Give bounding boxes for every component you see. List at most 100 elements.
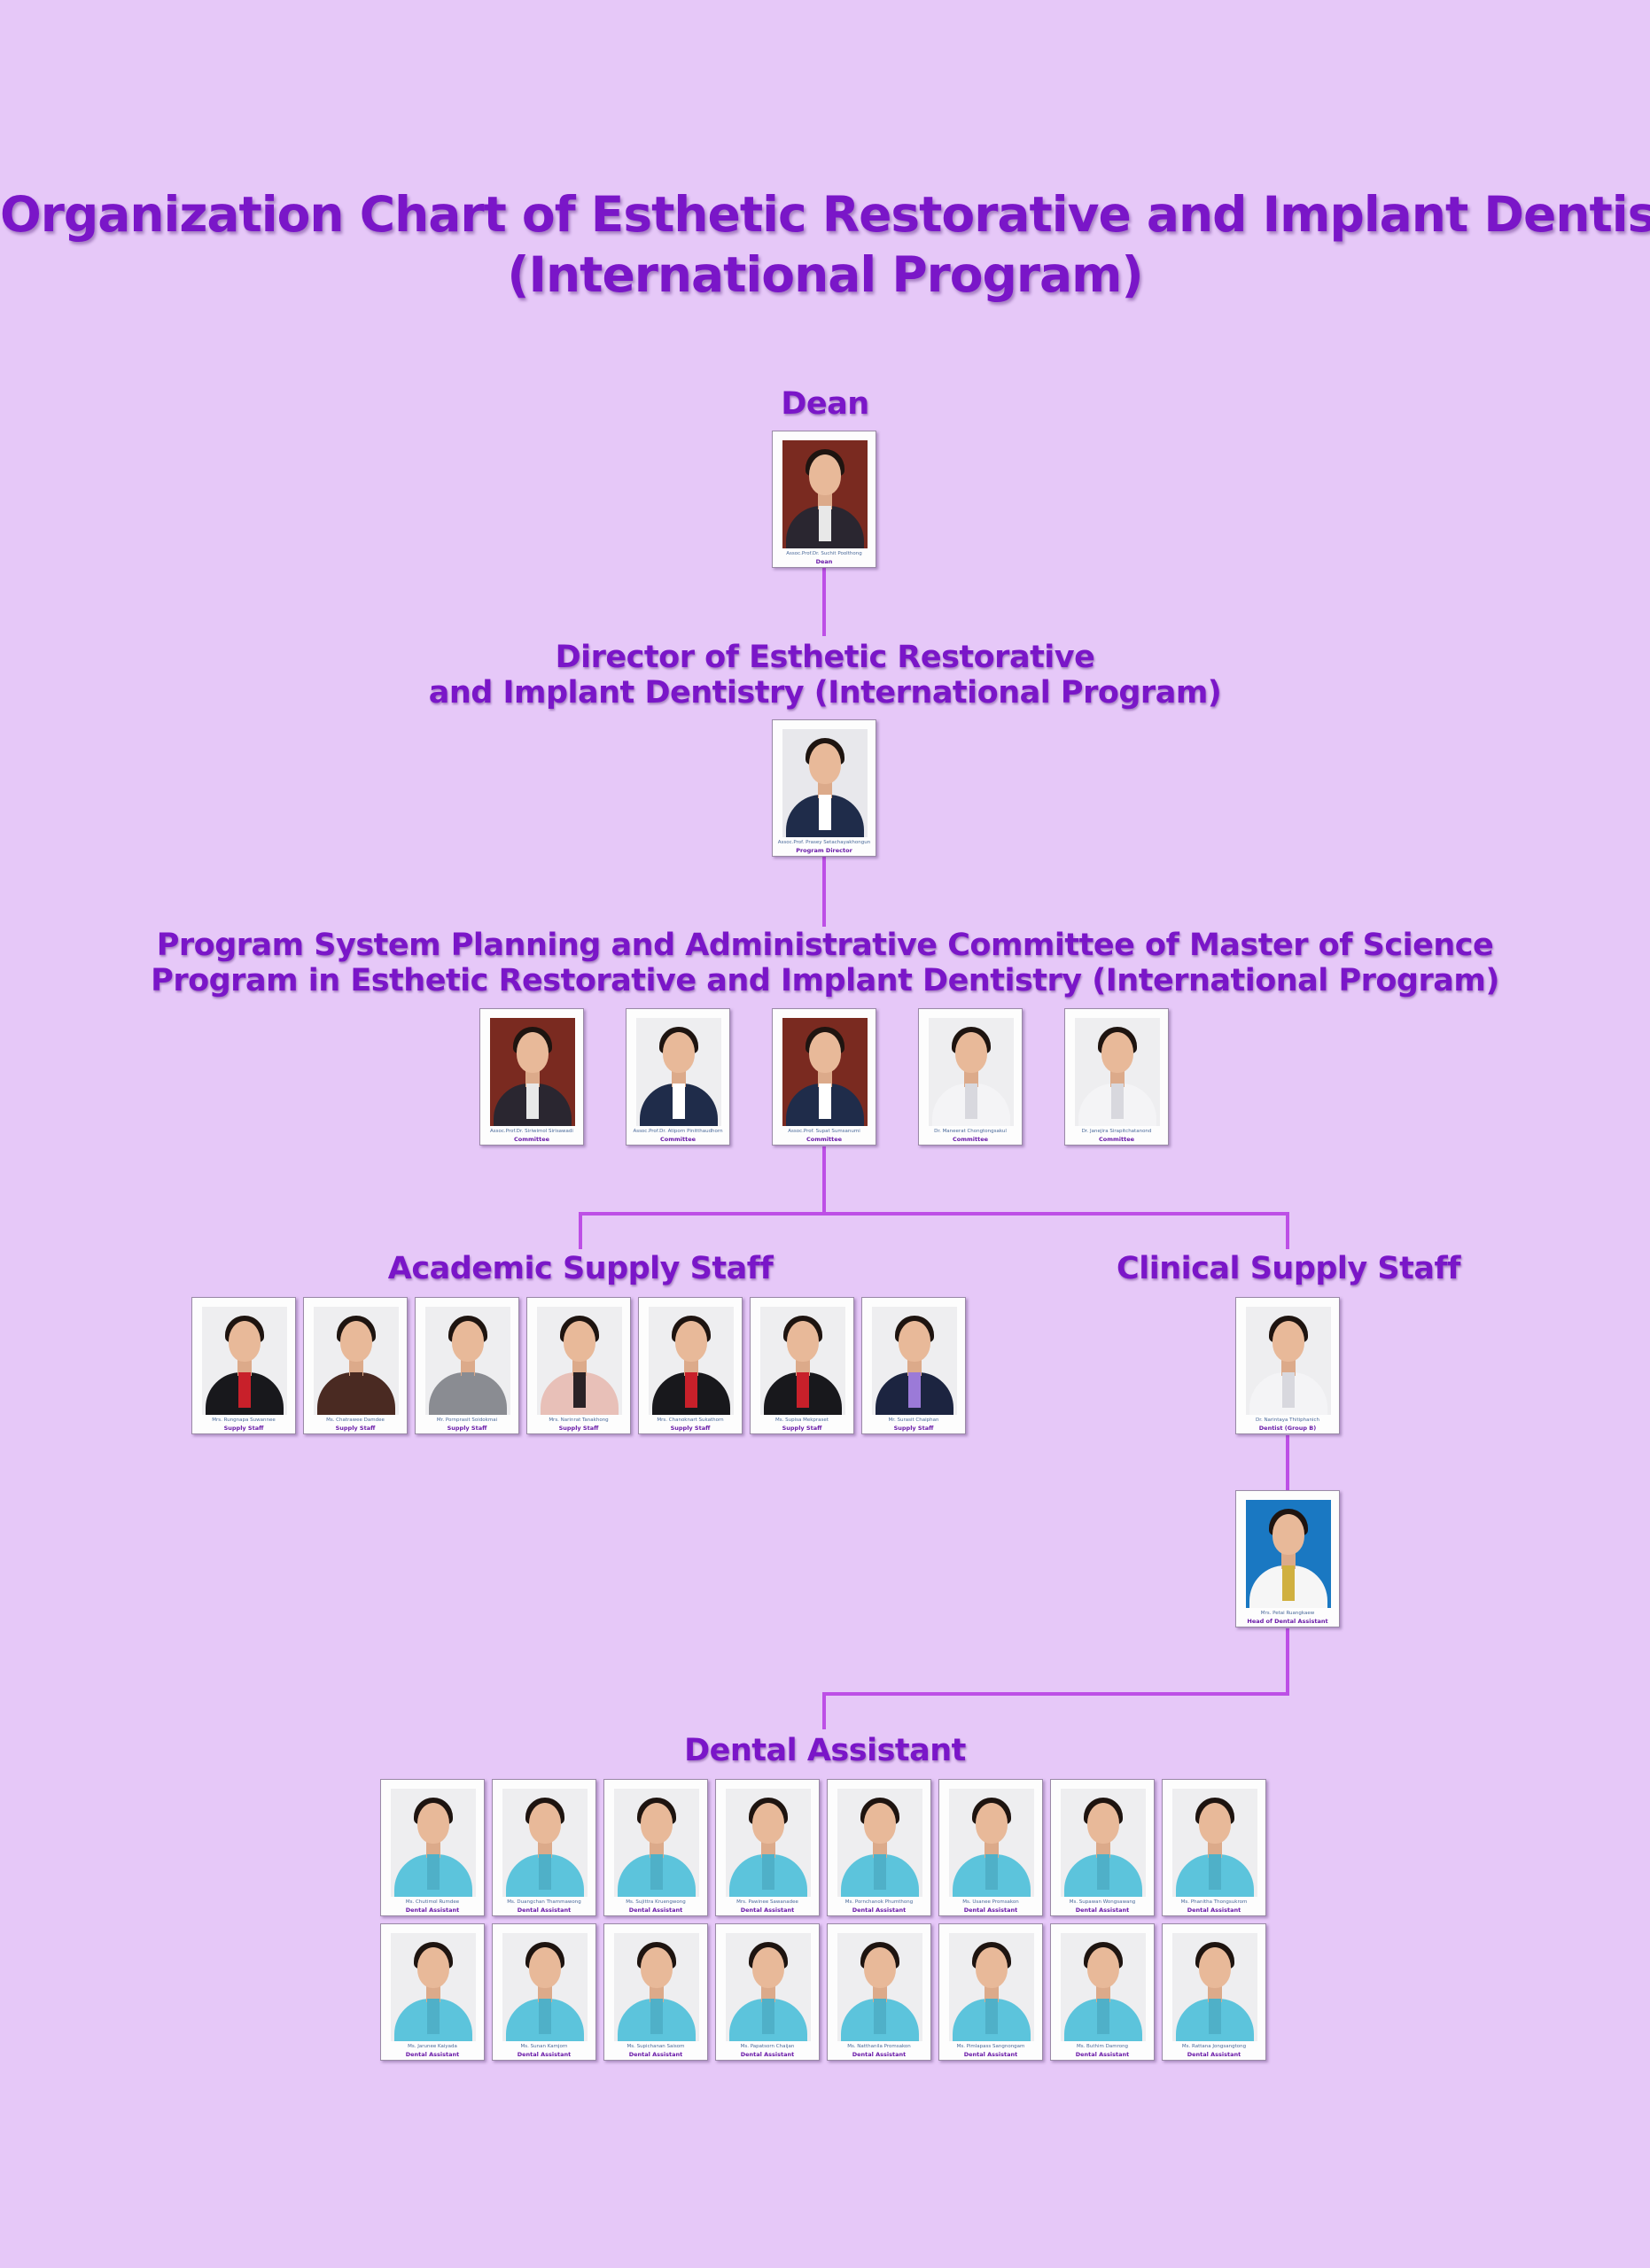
card-role: Dental Assistant [628, 1907, 683, 1914]
portrait-head [229, 1321, 261, 1362]
committee-heading: Program System Planning and Administrati… [0, 928, 1650, 998]
academic-card: Mr. Surasit Chaiphan Supply Staff [861, 1297, 966, 1434]
portrait-photo [1075, 1018, 1160, 1126]
portrait-photo [314, 1307, 399, 1415]
portrait-photo [1246, 1500, 1331, 1608]
connector-assistant-drop [822, 1692, 826, 1729]
portrait-neck [985, 1840, 999, 1858]
card-role: Committee [659, 1136, 697, 1143]
portrait-head [417, 1947, 449, 1988]
portrait-neck [1096, 1984, 1110, 2002]
portrait-neck [985, 1984, 999, 2002]
portrait-photo [537, 1307, 622, 1415]
portrait-neck [349, 1358, 363, 1376]
portrait-collar [874, 1999, 886, 2034]
portrait-neck [761, 1840, 775, 1858]
card-role: Committee [513, 1136, 550, 1143]
card-role: Dental Assistant [740, 1907, 795, 1914]
portrait-neck [650, 1840, 664, 1858]
academic-card: Mrs. Rungnapa Suwannee Supply Staff [191, 1297, 296, 1434]
card-role: Dental Assistant [405, 1907, 460, 1914]
portrait-photo [929, 1018, 1014, 1126]
portrait-head [1101, 1032, 1133, 1073]
portrait-neck [672, 1069, 686, 1087]
card-role: Dean [815, 558, 833, 565]
card-name: Ms. Usanee Promsakon [962, 1899, 1019, 1905]
card-role: Dental Assistant [628, 2051, 683, 2058]
card-role: Dental Assistant [1187, 2051, 1241, 2058]
portrait-photo [614, 1789, 699, 1897]
portrait-collar [819, 795, 831, 830]
card-role: Supply Staff [782, 1425, 822, 1432]
card-role: Head of Dental Assistant [1247, 1618, 1328, 1625]
portrait-neck [426, 1984, 440, 2002]
connector-academic-drop [579, 1212, 582, 1249]
portrait-head [976, 1803, 1008, 1844]
portrait-photo [391, 1789, 476, 1897]
portrait-collar [427, 1999, 440, 2034]
portrait-collar [1282, 1372, 1295, 1408]
card-name: Assoc.Prof.Dr. Suchit Poolthong [786, 551, 862, 556]
portrait-head [529, 1803, 561, 1844]
portrait-collar [573, 1372, 586, 1408]
portrait-head [955, 1032, 987, 1073]
portrait-neck [684, 1358, 698, 1376]
dean-heading: Dean [781, 386, 869, 422]
portrait-collar [539, 1854, 551, 1890]
card-name: Ms. Chatrawee Damdee [326, 1418, 385, 1423]
portrait-photo [837, 1933, 922, 2041]
card-name: Assoc.Prof. Supat Sumsanumi [788, 1129, 860, 1134]
connector-staff-horizontal [579, 1212, 1289, 1216]
portrait-neck [538, 1840, 552, 1858]
portrait-neck [818, 1069, 832, 1087]
portrait-photo [1172, 1789, 1257, 1897]
card-name: Ms. Jarunee Kaiyada [408, 2044, 457, 2049]
portrait-head [809, 1032, 841, 1073]
card-name: Assoc.Prof. Prasey Setachayakhongun [777, 840, 871, 845]
portrait-photo [949, 1933, 1034, 2041]
card-role: Committee [806, 1136, 843, 1143]
committee-card: Assoc.Prof.Dr. Atiporn Pinitthaudhorn Co… [626, 1008, 730, 1146]
portrait-head [529, 1947, 561, 1988]
portrait-collar [685, 1372, 697, 1408]
academic-card: Ms. Chatrawee Damdee Supply Staff [303, 1297, 408, 1434]
connector-dean-director [822, 567, 826, 636]
portrait-collar [1097, 1854, 1109, 1890]
card-role: Supply Staff [335, 1425, 376, 1432]
card-name: Ms. Rattana Jongsangtong [1181, 2044, 1247, 2049]
portrait-neck [818, 781, 832, 798]
portrait-collar [985, 1999, 998, 2034]
portrait-photo [1172, 1933, 1257, 2041]
portrait-neck [572, 1358, 587, 1376]
card-name: Ms. Supisa Mekpraset [775, 1418, 829, 1423]
portrait-neck [461, 1358, 475, 1376]
portrait-neck [796, 1358, 810, 1376]
card-role: Dental Assistant [1187, 1907, 1241, 1914]
portrait-photo [502, 1933, 588, 2041]
portrait-photo [837, 1789, 922, 1897]
clinical-heading: Clinical Supply Staff [1117, 1251, 1460, 1286]
committee-card: Assoc.Prof.Dr. Siriwimol Sirisawadi Comm… [479, 1008, 584, 1146]
portrait-photo [1061, 1789, 1146, 1897]
portrait-collar [526, 1084, 539, 1119]
portrait-head [564, 1321, 595, 1362]
card-name: Ms. Sujittra Kruengwong [626, 1899, 686, 1905]
card-role: Dental Assistant [740, 2051, 795, 2058]
portrait-collar [762, 1854, 774, 1890]
portrait-neck [873, 1840, 887, 1858]
portrait-head [417, 1803, 449, 1844]
portrait-head [899, 1321, 930, 1362]
portrait-neck [818, 492, 832, 509]
portrait-collar [238, 1372, 251, 1408]
portrait-head [809, 454, 841, 495]
portrait-collar [965, 1084, 977, 1119]
portrait-head [1273, 1321, 1304, 1362]
card-role: Supply Staff [447, 1425, 487, 1432]
portrait-head [641, 1803, 673, 1844]
portrait-photo [425, 1307, 510, 1415]
card-name: Ms. Buthim Damrong [1076, 2044, 1129, 2049]
